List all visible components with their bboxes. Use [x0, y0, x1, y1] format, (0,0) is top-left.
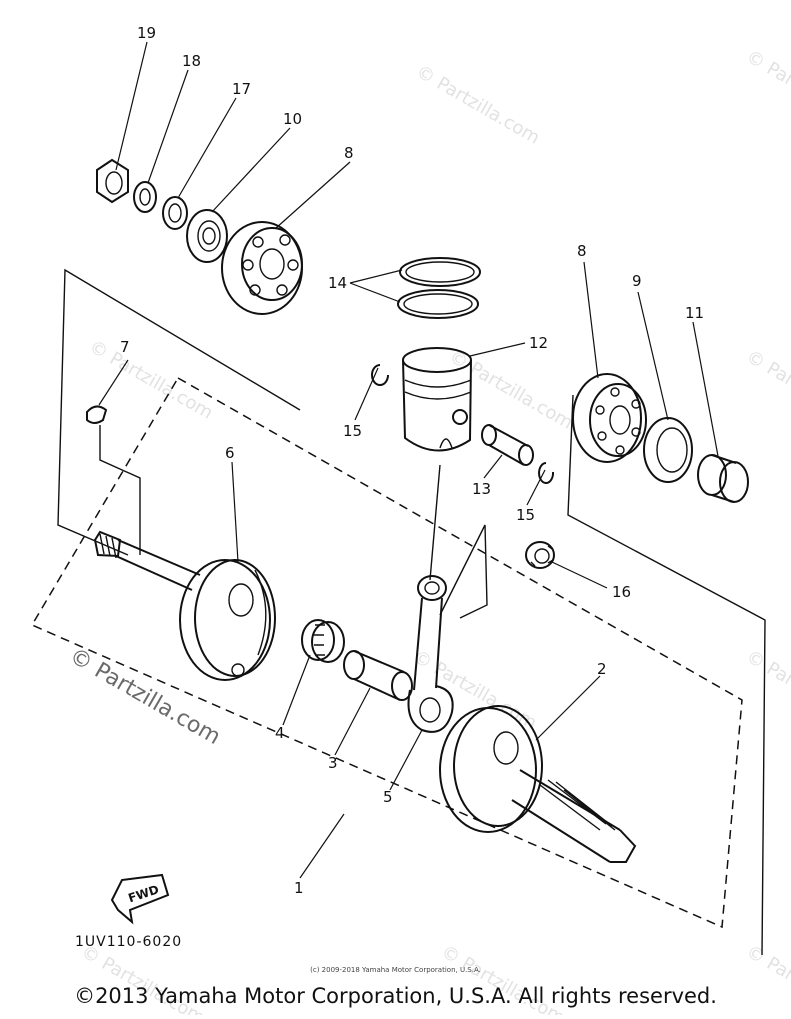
fwd-label: FWD — [126, 882, 160, 905]
callout-16: 16 — [612, 583, 631, 601]
part-16-needle-bearing — [526, 542, 554, 568]
fwd-arrow-icon: FWD — [112, 875, 168, 922]
rod-bracket-2 — [440, 525, 487, 618]
watermark-top: © Partzilla.com — [413, 61, 544, 149]
part-13-piston-pin — [482, 425, 533, 465]
part-9-oil-seal — [644, 418, 692, 482]
callout-8-left: 8 — [344, 144, 354, 162]
watermark-group: © Partzilla.com © Partz © Partzilla.com … — [65, 46, 791, 1015]
callout-9: 9 — [632, 272, 642, 290]
callout-15-right: 15 — [516, 506, 535, 524]
part-8-bearing-right — [573, 374, 646, 462]
part-8-bearing-left — [222, 222, 302, 314]
callout-14: 14 — [328, 274, 347, 292]
callout-15-left: 15 — [343, 422, 362, 440]
crankshaft-assembly-box — [32, 378, 742, 927]
watermark-center-low: © Partzilla.com — [410, 646, 541, 734]
leader-lines — [99, 42, 718, 878]
callout-10: 10 — [283, 110, 302, 128]
callout-12: 12 — [529, 334, 548, 352]
callout-2: 2 — [597, 660, 607, 678]
callout-13: 13 — [472, 480, 491, 498]
callout-8-right: 8 — [577, 242, 587, 260]
part-19-nut — [97, 160, 128, 202]
part-7-key — [87, 406, 106, 423]
small-copyright-notice: (c) 2009-2018 Yamaha Motor Corporation, … — [0, 966, 791, 974]
part-4-needle-bearing — [302, 620, 344, 662]
key-bracket — [100, 425, 140, 555]
left-bracket — [58, 270, 300, 555]
callout-1: 1 — [294, 879, 304, 897]
callout-6: 6 — [225, 444, 235, 462]
watermark-main: © Partzilla.com — [65, 644, 225, 751]
callout-5: 5 — [383, 788, 393, 806]
part-18-lock-washer — [134, 182, 156, 212]
part-17-washer — [163, 197, 187, 229]
part-3-crank-pin — [344, 651, 412, 700]
watermark-right-mid: © Partz — [743, 346, 791, 399]
callout-3: 3 — [328, 754, 338, 772]
callout-4: 4 — [275, 724, 285, 742]
footer-copyright: ©2013 Yamaha Motor Corporation, U.S.A. A… — [0, 984, 791, 1008]
callout-7: 7 — [120, 338, 130, 356]
part-11-collar — [698, 455, 748, 502]
drawing-code: 1UV110-6020 — [75, 934, 182, 950]
watermark-right-top: © Partz — [743, 46, 791, 99]
callout-19: 19 — [137, 24, 156, 42]
callout-11: 11 — [685, 304, 704, 322]
part-14-piston-rings — [398, 258, 480, 318]
callout-18: 18 — [182, 52, 201, 70]
part-10-bearing — [187, 210, 227, 262]
part-6-crank-left — [95, 532, 275, 680]
part-15-circlip-right — [539, 463, 553, 483]
watermark-right-low: © Partz — [743, 646, 791, 699]
part-2-crank-right — [440, 706, 635, 862]
callout-17: 17 — [232, 80, 251, 98]
